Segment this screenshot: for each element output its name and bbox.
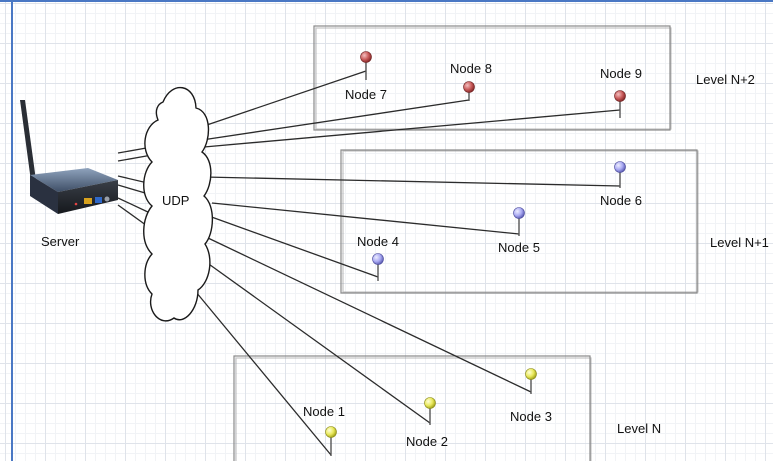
level-box-n-plus-1 <box>340 149 699 294</box>
node-2-pin[interactable] <box>424 397 436 426</box>
canvas-top-border <box>0 0 773 2</box>
node-6-pin[interactable] <box>614 161 626 189</box>
node-7-pin[interactable] <box>360 51 372 81</box>
node-3-label: Node 3 <box>510 409 552 424</box>
link-node-6 <box>203 176 621 187</box>
node-6-label: Node 6 <box>600 193 642 208</box>
canvas-left-border <box>11 0 13 461</box>
level-n-plus-1-label: Level N+1 <box>710 235 769 250</box>
node-8-label: Node 8 <box>450 61 492 76</box>
node-3-pin[interactable] <box>525 368 537 395</box>
level-box-n-plus-2 <box>313 25 672 131</box>
link-node-1 <box>195 291 332 456</box>
link-server-cloud-5 <box>117 197 151 214</box>
udp-cloud <box>143 86 214 322</box>
node-5-pin[interactable] <box>513 207 525 237</box>
level-n-plus-2-label: Level N+2 <box>696 72 755 87</box>
link-node-2 <box>205 261 431 424</box>
node-5-label: Node 5 <box>498 240 540 255</box>
node-9-pin[interactable] <box>614 90 626 119</box>
server-label: Server <box>41 234 80 249</box>
node-1-pin[interactable] <box>325 426 337 457</box>
link-node-3 <box>207 237 532 393</box>
node-2-label: Node 2 <box>406 434 448 449</box>
node-7-label: Node 7 <box>345 87 387 102</box>
link-node-7 <box>197 70 367 129</box>
link-node-4 <box>205 214 379 278</box>
link-node-9 <box>203 109 621 148</box>
node-9-label: Node 9 <box>600 66 642 81</box>
link-server-cloud-2 <box>117 154 153 162</box>
router-icon <box>20 100 118 214</box>
level-box-n <box>233 355 592 461</box>
link-node-8 <box>201 99 470 141</box>
node-1-label: Node 1 <box>303 404 345 419</box>
udp-cloud-label: UDP <box>162 193 190 208</box>
link-node-5 <box>211 202 520 235</box>
node-4-pin[interactable] <box>372 253 384 282</box>
level-n-label: Level N <box>617 421 662 436</box>
node-4-label: Node 4 <box>357 234 399 249</box>
node-8-pin[interactable] <box>463 81 475 102</box>
